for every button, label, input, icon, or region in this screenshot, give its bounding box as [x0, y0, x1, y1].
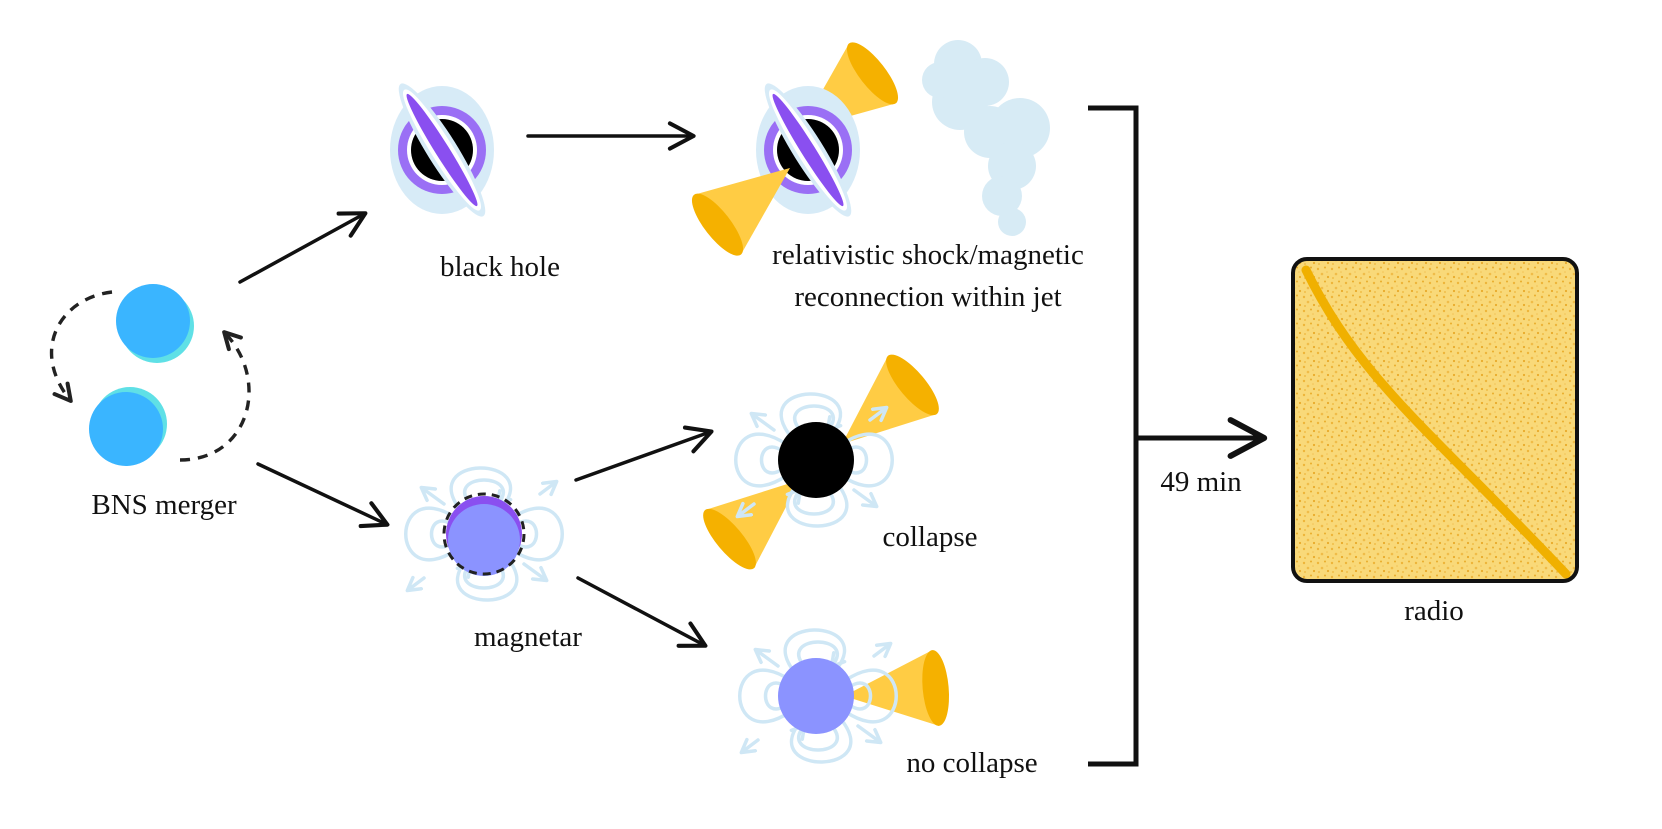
collapse-group: collapse: [695, 347, 978, 577]
radio-dynamic-spectrum-icon: [1291, 257, 1579, 583]
orbit-arrow-icon: [50, 290, 113, 403]
merge-bracket: [1088, 105, 1268, 767]
arrow-to-magnetar: [256, 462, 390, 529]
black-hole-icon: [386, 74, 498, 226]
bns-merger-label: BNS merger: [91, 489, 237, 521]
delay-label: 49 min: [1160, 466, 1242, 498]
cloud-icon: [922, 40, 1050, 236]
jet-group: relativistic shock/magnetic reconnection…: [683, 35, 1084, 313]
magnetar-label: magnetar: [474, 621, 582, 653]
black-hole-label: black hole: [440, 251, 560, 283]
arrow-to-no-collapse: [576, 576, 708, 648]
jet-label-line2: reconnection within jet: [794, 281, 1061, 313]
neutron-star-icon: [89, 387, 167, 466]
magnetar-icon: [406, 468, 563, 600]
magnetar-icon: [778, 658, 854, 734]
jet-label-line1: relativistic shock/magnetic: [772, 239, 1084, 271]
radio-label: radio: [1404, 595, 1464, 627]
arrow-to-collapse: [574, 425, 714, 482]
arrow-to-black-hole: [238, 211, 368, 284]
no-collapse-group: no collapse: [740, 630, 1038, 779]
no-collapse-label: no collapse: [906, 747, 1037, 779]
black-hole-icon: [778, 422, 854, 498]
neutron-star-icon: [116, 284, 194, 363]
collapse-label: collapse: [882, 521, 977, 553]
orbit-arrow-icon: [179, 330, 251, 462]
bns-merger-group: BNS merger: [50, 284, 251, 521]
